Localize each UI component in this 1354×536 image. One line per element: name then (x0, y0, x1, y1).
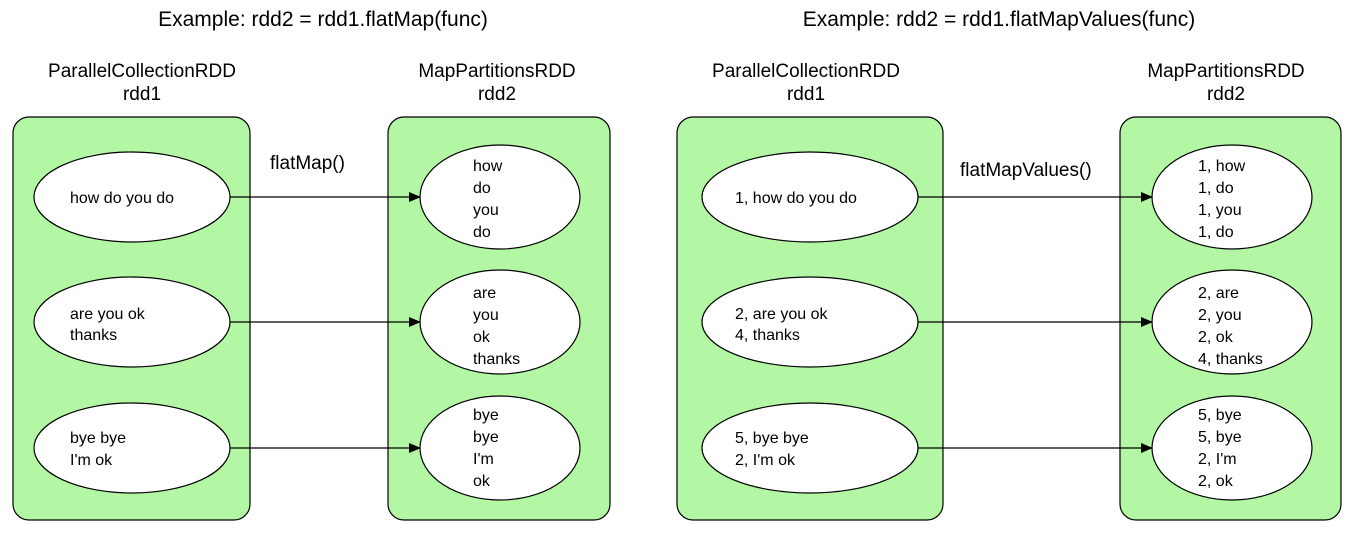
target-partition-3: bye bye I'm ok (419, 395, 581, 501)
source-rdd-type: ParallelCollectionRDD (712, 61, 900, 82)
partition-text: bye bye (70, 430, 126, 447)
panel-flatmapvalues: Example: rdd2 = rdd1.flatMapValues(func)… (676, 8, 1342, 521)
partition-text: thanks (70, 327, 117, 344)
partition-text: ok (473, 473, 491, 490)
partition-text: I'm ok (70, 452, 113, 469)
partition-text: do (473, 180, 491, 197)
partition-text: bye (473, 429, 499, 446)
source-partition-3: bye bye I'm ok (33, 402, 231, 494)
target-partition-2: are you ok thanks (419, 269, 581, 375)
panel-title: Example: rdd2 = rdd1.flatMap(func) (158, 8, 488, 31)
source-rdd-name: rdd1 (123, 84, 161, 105)
partition-text: 4, thanks (1198, 351, 1263, 368)
target-rdd-name: rdd2 (1207, 84, 1245, 105)
partition-text: 2, are you ok (735, 306, 829, 323)
partition-text: how do you do (70, 190, 174, 207)
partition-text: 4, thanks (735, 327, 800, 344)
partition-text: you (473, 202, 499, 219)
partition-text: 1, how (1198, 158, 1246, 175)
partition-text: you (473, 307, 499, 324)
partition-text: 1, how do you do (735, 190, 857, 207)
source-partition-1: how do you do (33, 151, 231, 243)
partition-text: 2, you (1198, 307, 1242, 324)
panel-title: Example: rdd2 = rdd1.flatMapValues(func) (803, 8, 1195, 31)
target-rdd-type: MapPartitionsRDD (418, 61, 575, 82)
partition-text: are you ok (70, 306, 146, 323)
source-partition-1: 1, how do you do (701, 151, 919, 243)
target-rdd-type: MapPartitionsRDD (1147, 61, 1304, 82)
partition-text: 2, ok (1198, 329, 1234, 346)
partition-text: 1, do (1198, 180, 1234, 197)
target-partition-1: how do you do (419, 144, 581, 250)
partition-text: 5, bye (1198, 407, 1242, 424)
panel-flatmap: Example: rdd2 = rdd1.flatMap(func) Paral… (12, 8, 611, 521)
operation-label: flatMapValues() (960, 160, 1092, 181)
partition-text: 5, bye (1198, 429, 1242, 446)
partition-text: are (473, 285, 496, 302)
source-partition-3: 5, bye bye 2, I'm ok (701, 402, 919, 494)
partition-text: bye (473, 407, 499, 424)
partition-text: 1, do (1198, 224, 1234, 241)
partition-text: ok (473, 329, 491, 346)
partition-text: 1, you (1198, 202, 1242, 219)
target-partition-1: 1, how 1, do 1, you 1, do (1151, 144, 1313, 250)
source-rdd-name: rdd1 (787, 84, 825, 105)
partition-text: 2, I'm ok (735, 452, 796, 469)
partition-text: thanks (473, 351, 520, 368)
partition-text: I'm (473, 451, 494, 468)
partition-text: 2, are (1198, 285, 1239, 302)
source-partition-2: are you ok thanks (33, 276, 231, 368)
partition-text: 2, I'm (1198, 451, 1237, 468)
partition-text: how (473, 158, 503, 175)
operation-label: flatMap() (270, 153, 345, 174)
target-partition-2: 2, are 2, you 2, ok 4, thanks (1151, 269, 1313, 375)
partition-text: do (473, 224, 491, 241)
source-partition-2: 2, are you ok 4, thanks (701, 276, 919, 368)
source-rdd-type: ParallelCollectionRDD (48, 61, 236, 82)
partition-text: 5, bye bye (735, 430, 809, 447)
partition-text: 2, ok (1198, 473, 1234, 490)
target-partition-3: 5, bye 5, bye 2, I'm 2, ok (1151, 395, 1313, 501)
target-rdd-name: rdd2 (478, 84, 516, 105)
